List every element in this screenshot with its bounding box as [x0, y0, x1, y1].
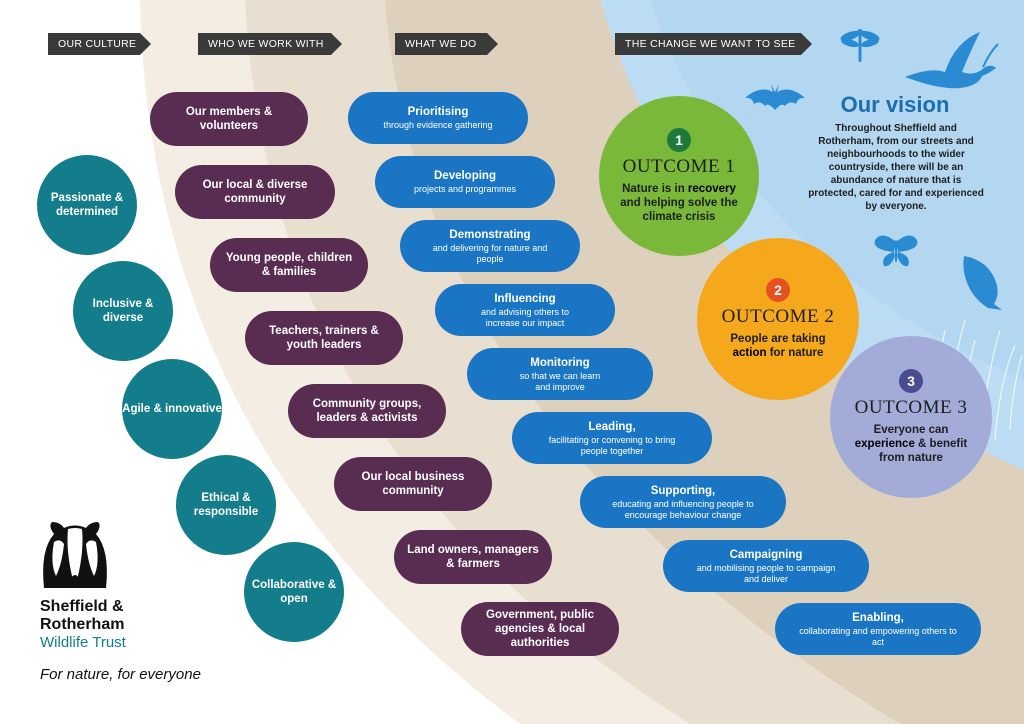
outcome-1-text-pre: Nature is in — [622, 183, 688, 195]
who-pill-business: Our local business community — [334, 457, 492, 511]
who-label: Our local business community — [361, 471, 465, 497]
who-pill-community: Our local & diverse community — [175, 165, 335, 219]
what-pill-supporting: Supporting, educating and influencing pe… — [580, 476, 786, 528]
what-pill-campaigning: Campaigning and mobilising people to cam… — [663, 540, 869, 592]
culture-circle-passionate: Passionate & determined — [37, 155, 137, 255]
fish-icon — [963, 256, 1002, 310]
dragonfly-icon — [840, 29, 880, 62]
what-pill-influencing: Influencing and advising others to incre… — [435, 284, 615, 336]
outcome-2-text: People are taking action for nature — [723, 332, 833, 360]
outcome-3-text: Everyone can experience & benefit from n… — [851, 423, 971, 465]
what-title: Campaigning — [729, 548, 803, 561]
what-pill-developing: Developing projects and programmes — [375, 156, 555, 208]
who-label: Land owners, managers & farmers — [407, 544, 539, 570]
what-subtitle: facilitating or convening to bring peopl… — [548, 434, 676, 456]
who-pill-land-owners: Land owners, managers & farmers — [394, 530, 552, 584]
badger-icon — [43, 522, 107, 588]
vision-text: Throughout Sheffield and Rotherham, from… — [808, 123, 984, 212]
tagline: For nature, for everyone — [40, 666, 201, 683]
logo-name-line2: Rotherham — [40, 616, 125, 633]
outcome-1-number: 1 — [667, 128, 691, 152]
culture-circle-ethical: Ethical & responsible — [176, 455, 276, 555]
logo-subtitle: Wildlife Trust — [40, 634, 126, 651]
outcome-1-text-post: and helping solve the climate crisis — [620, 197, 738, 223]
outcome-2-text-post: for nature — [766, 347, 824, 359]
outcome-2-title: OUTCOME 2 — [721, 306, 835, 327]
header-what-we-do: WHAT WE DO — [395, 33, 498, 55]
who-pill-community-groups: Community groups, leaders & activists — [288, 384, 446, 438]
who-label: Young people, children & families — [225, 252, 353, 278]
who-pill-young-people: Young people, children & families — [210, 238, 368, 292]
what-pill-demonstrating: Demonstrating and delivering for nature … — [400, 220, 580, 272]
outcome-3-text-pre: Everyone can — [873, 424, 949, 436]
who-label: Our local & diverse community — [202, 179, 308, 205]
what-title: Influencing — [494, 292, 556, 305]
outcome-3-circle: 3 OUTCOME 3 Everyone can experience & be… — [830, 336, 992, 498]
who-label: Government, public agencies & local auth… — [486, 609, 594, 649]
what-title: Supporting, — [650, 484, 716, 497]
culture-circle-collaborative: Collaborative & open — [244, 542, 344, 642]
who-pill-members: Our members & volunteers — [150, 92, 308, 146]
what-title: Demonstrating — [449, 228, 531, 241]
what-subtitle: and mobilising people to campaign and de… — [696, 562, 836, 584]
outcome-1-text-bold: recovery — [687, 183, 736, 195]
outcome-3-text-bold: experience — [854, 438, 915, 450]
outcome-1-text: Nature is in recovery and helping solve … — [614, 182, 744, 224]
what-subtitle: projects and programmes — [413, 184, 517, 194]
who-label: Community groups, leaders & activists — [312, 398, 422, 424]
butterfly-icon — [874, 235, 918, 267]
what-title: Leading, — [588, 420, 636, 433]
outcome-3-number: 3 — [899, 369, 923, 393]
culture-circle-inclusive: Inclusive & diverse — [73, 261, 173, 361]
what-title: Prioritising — [407, 106, 469, 118]
who-label: Teachers, trainers & youth leaders — [269, 325, 379, 351]
who-pill-teachers: Teachers, trainers & youth leaders — [245, 311, 403, 365]
what-pill-prioritising: Prioritising through evidence gathering — [348, 92, 528, 144]
outcome-2-number: 2 — [766, 278, 790, 302]
outcome-2-text-pre: People are taking — [730, 333, 826, 345]
what-subtitle: collaborating and empowering others to a… — [799, 625, 957, 647]
vision-title: Our vision — [840, 92, 950, 117]
what-pill-enabling: Enabling, collaborating and empowering o… — [775, 603, 981, 655]
culture-circle-agile: Agile & innovative — [122, 359, 222, 459]
bat-icon — [745, 84, 805, 110]
logo-name: Sheffield & Rotherham — [40, 598, 124, 634]
header-our-culture: OUR CULTURE — [48, 33, 151, 55]
what-subtitle: so that we can learn and improve — [519, 370, 601, 392]
what-title: Developing — [434, 170, 496, 182]
header-who-we-work-with: WHO WE WORK WITH — [198, 33, 342, 55]
what-subtitle: educating and influencing people to enco… — [612, 498, 754, 520]
outcome-2-circle: 2 OUTCOME 2 People are taking action for… — [697, 238, 859, 400]
who-pill-government: Government, public agencies & local auth… — [461, 602, 619, 656]
what-pill-leading: Leading, facilitating or convening to br… — [512, 412, 712, 464]
outcome-1-circle: 1 OUTCOME 1 Nature is in recovery and he… — [599, 96, 759, 256]
what-subtitle: and advising others to increase our impa… — [480, 306, 570, 328]
outcome-2-text-bold: action — [732, 347, 767, 359]
what-subtitle: through evidence gathering — [383, 120, 493, 130]
logo-name-line1: Sheffield & — [40, 598, 124, 615]
outcome-3-text-post: & benefit from nature — [879, 438, 968, 464]
what-subtitle: and delivering for nature and people — [432, 242, 548, 264]
header-change-we-want: THE CHANGE WE WANT TO SEE — [615, 33, 812, 55]
who-label: Our members & volunteers — [185, 106, 273, 132]
outcome-3-title: OUTCOME 3 — [854, 397, 968, 418]
what-pill-monitoring: Monitoring so that we can learn and impr… — [467, 348, 653, 400]
outcome-1-title: OUTCOME 1 — [622, 156, 736, 177]
what-title: Monitoring — [530, 356, 590, 369]
what-title: Enabling, — [852, 611, 904, 624]
curlew-icon — [905, 32, 999, 89]
